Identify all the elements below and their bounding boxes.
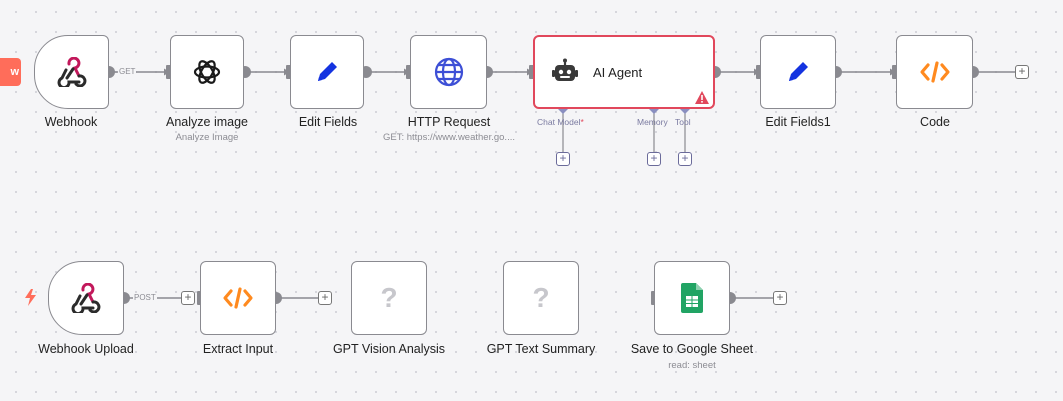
node-webhook[interactable] (34, 35, 109, 109)
node-extract-input[interactable] (200, 261, 276, 335)
webhook-icon (57, 57, 86, 87)
node-gpt-text-summary[interactable]: ? (503, 261, 579, 335)
node-label-save-to-google-sheet: Save to Google Sheet (630, 342, 754, 356)
node-subtitle-analyze-image: Analyze Image (175, 132, 239, 143)
node-label-edit-fields1: Edit Fields1 (765, 115, 831, 129)
unknown-node-icon: ? (380, 282, 398, 313)
node-label-webhook: Webhook (44, 115, 98, 129)
left-edge-tab[interactable]: w (0, 58, 21, 86)
node-save-to-google-sheet[interactable] (654, 261, 730, 335)
add-node-after-save-sheet-button[interactable]: + (773, 291, 787, 305)
port-label-tool: Tool (675, 117, 691, 127)
add-node-after-webhook-upload-button[interactable]: + (181, 291, 195, 305)
node-label-http-request: HTTP Request (407, 115, 491, 129)
node-http-request[interactable] (410, 35, 487, 109)
node-gpt-vision-analysis[interactable]: ? (351, 261, 427, 335)
add-memory-button[interactable]: + (647, 152, 661, 166)
edge-label-post: POST (133, 293, 157, 303)
node-title-ai-agent: AI Agent (593, 64, 643, 80)
node-label-gpt-text-summary: GPT Text Summary (486, 342, 596, 356)
add-node-after-extract-input-button[interactable]: + (318, 291, 332, 305)
robot-icon (552, 58, 578, 81)
node-edit-fields[interactable] (290, 35, 364, 109)
google-sheets-icon (681, 283, 703, 313)
pencil-icon (789, 62, 808, 81)
pencil-icon (318, 62, 337, 81)
add-chat-model-button[interactable]: + (556, 152, 570, 166)
node-edit-fields1[interactable] (760, 35, 836, 109)
node-ai-agent[interactable]: AI Agent (533, 35, 715, 109)
node-subtitle-http-request: GET: https://www.weather.go.... (382, 132, 515, 143)
node-code[interactable] (896, 35, 973, 109)
port-label-memory: Memory (637, 117, 668, 127)
add-node-after-code-button[interactable]: + (1015, 65, 1029, 79)
code-icon (223, 287, 253, 309)
node-webhook-upload[interactable] (48, 261, 124, 335)
edge-label-get: GET (118, 67, 137, 77)
globe-icon (434, 57, 463, 87)
node-subtitle-save-to-google-sheet: read: sheet (668, 360, 716, 371)
node-label-webhook-upload: Webhook Upload (38, 342, 134, 356)
warning-icon (695, 91, 709, 104)
add-tool-button[interactable]: + (678, 152, 692, 166)
node-label-code: Code (920, 115, 950, 129)
node-label-gpt-vision-analysis: GPT Vision Analysis (332, 342, 446, 356)
unknown-node-icon: ? (532, 282, 550, 313)
node-analyze-image[interactable] (170, 35, 244, 109)
node-label-extract-input: Extract Input (202, 342, 274, 356)
openai-icon (193, 60, 221, 84)
node-label-analyze-image: Analyze image (166, 115, 248, 129)
code-icon (919, 61, 950, 83)
port-label-chat-model: Chat Model* (537, 117, 584, 127)
required-marker: * (580, 117, 584, 127)
webhook-icon (71, 283, 101, 313)
trigger-bolt-icon (25, 289, 36, 306)
node-label-edit-fields: Edit Fields (298, 115, 358, 129)
